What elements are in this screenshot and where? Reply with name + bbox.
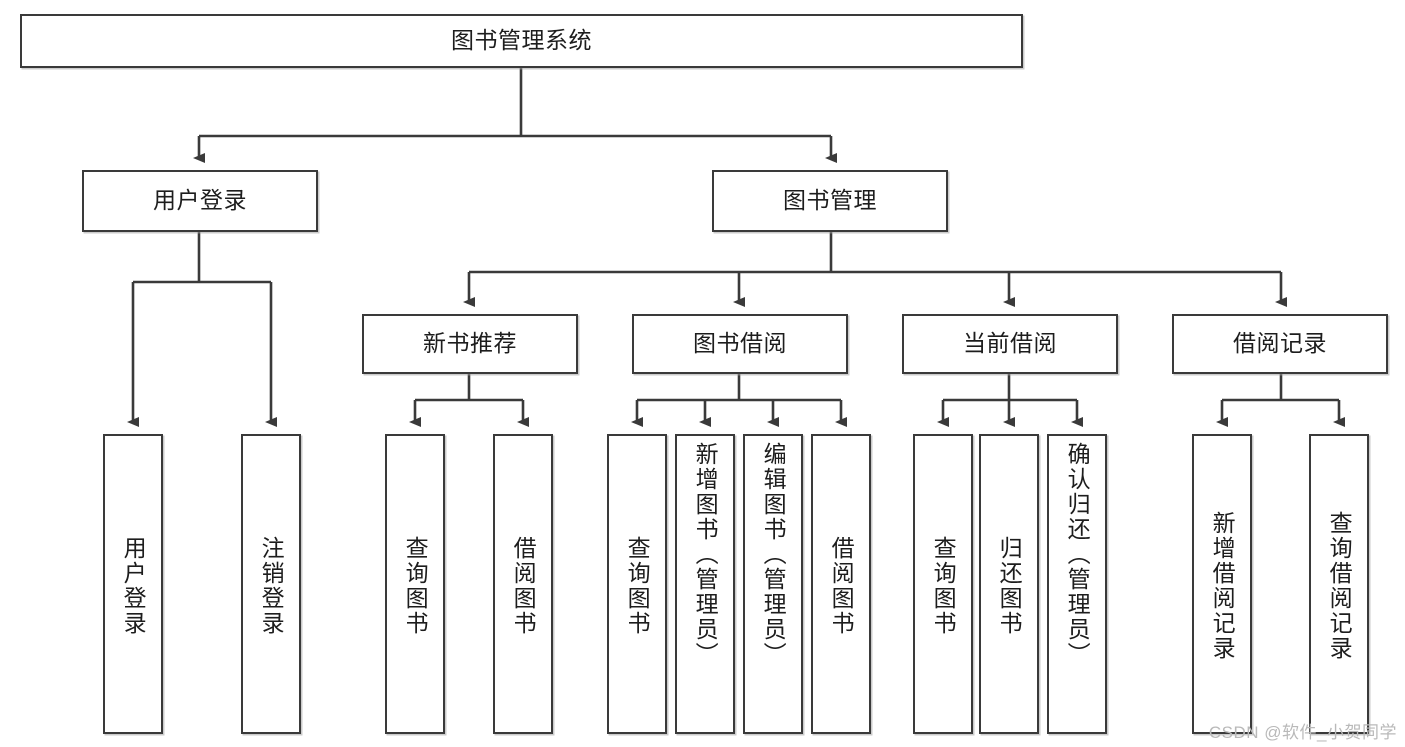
- node-leaf-add-book[interactable]: 新增图书（管理员）: [675, 434, 735, 734]
- node-leaf-user-login[interactable]: 用户登录: [103, 434, 163, 734]
- node-user-login[interactable]: 用户登录: [82, 170, 318, 232]
- node-leaf-add-record-label: 新增借阅记录: [1209, 511, 1236, 661]
- node-leaf-add-book-label: 新增图书（管理员）: [692, 442, 719, 667]
- node-leaf-logout-label: 注销登录: [258, 536, 285, 636]
- node-new-book-recommend[interactable]: 新书推荐: [362, 314, 578, 374]
- node-leaf-return-book-label: 归还图书: [996, 536, 1023, 636]
- node-leaf-borrow-book-2[interactable]: 借阅图书: [811, 434, 871, 734]
- node-leaf-borrow-book-2-label: 借阅图书: [828, 536, 855, 636]
- node-current-borrow-label: 当前借阅: [963, 330, 1057, 357]
- node-leaf-edit-book-label: 编辑图书（管理员）: [760, 442, 787, 667]
- node-borrow-record-label: 借阅记录: [1233, 330, 1327, 357]
- node-leaf-add-record[interactable]: 新增借阅记录: [1192, 434, 1252, 734]
- node-root[interactable]: 图书管理系统: [20, 14, 1023, 68]
- node-leaf-query-record[interactable]: 查询借阅记录: [1309, 434, 1369, 734]
- node-leaf-edit-book[interactable]: 编辑图书（管理员）: [743, 434, 803, 734]
- node-leaf-query-book-3[interactable]: 查询图书: [913, 434, 973, 734]
- node-leaf-borrow-book-1-label: 借阅图书: [510, 536, 537, 636]
- node-book-manage-label: 图书管理: [783, 187, 877, 214]
- node-leaf-query-book-1[interactable]: 查询图书: [385, 434, 445, 734]
- node-leaf-query-book-2-label: 查询图书: [624, 536, 651, 636]
- node-user-login-label: 用户登录: [153, 187, 247, 214]
- node-leaf-query-book-3-label: 查询图书: [930, 536, 957, 636]
- node-leaf-confirm-return[interactable]: 确认归还（管理员）: [1047, 434, 1107, 734]
- node-book-manage[interactable]: 图书管理: [712, 170, 948, 232]
- node-borrow-record[interactable]: 借阅记录: [1172, 314, 1388, 374]
- node-new-book-recommend-label: 新书推荐: [423, 330, 517, 357]
- node-leaf-query-book-2[interactable]: 查询图书: [607, 434, 667, 734]
- node-leaf-logout[interactable]: 注销登录: [241, 434, 301, 734]
- watermark-text: CSDN @软件_小贺同学: [1208, 723, 1397, 742]
- node-leaf-confirm-return-label: 确认归还（管理员）: [1064, 442, 1091, 667]
- node-leaf-user-login-label: 用户登录: [120, 536, 147, 636]
- node-current-borrow[interactable]: 当前借阅: [902, 314, 1118, 374]
- node-leaf-borrow-book-1[interactable]: 借阅图书: [493, 434, 553, 734]
- node-book-borrow-label: 图书借阅: [693, 330, 787, 357]
- node-leaf-return-book[interactable]: 归还图书: [979, 434, 1039, 734]
- node-leaf-query-record-label: 查询借阅记录: [1326, 511, 1353, 661]
- node-leaf-query-book-1-label: 查询图书: [402, 536, 429, 636]
- node-book-borrow[interactable]: 图书借阅: [632, 314, 848, 374]
- node-root-label: 图书管理系统: [451, 27, 592, 54]
